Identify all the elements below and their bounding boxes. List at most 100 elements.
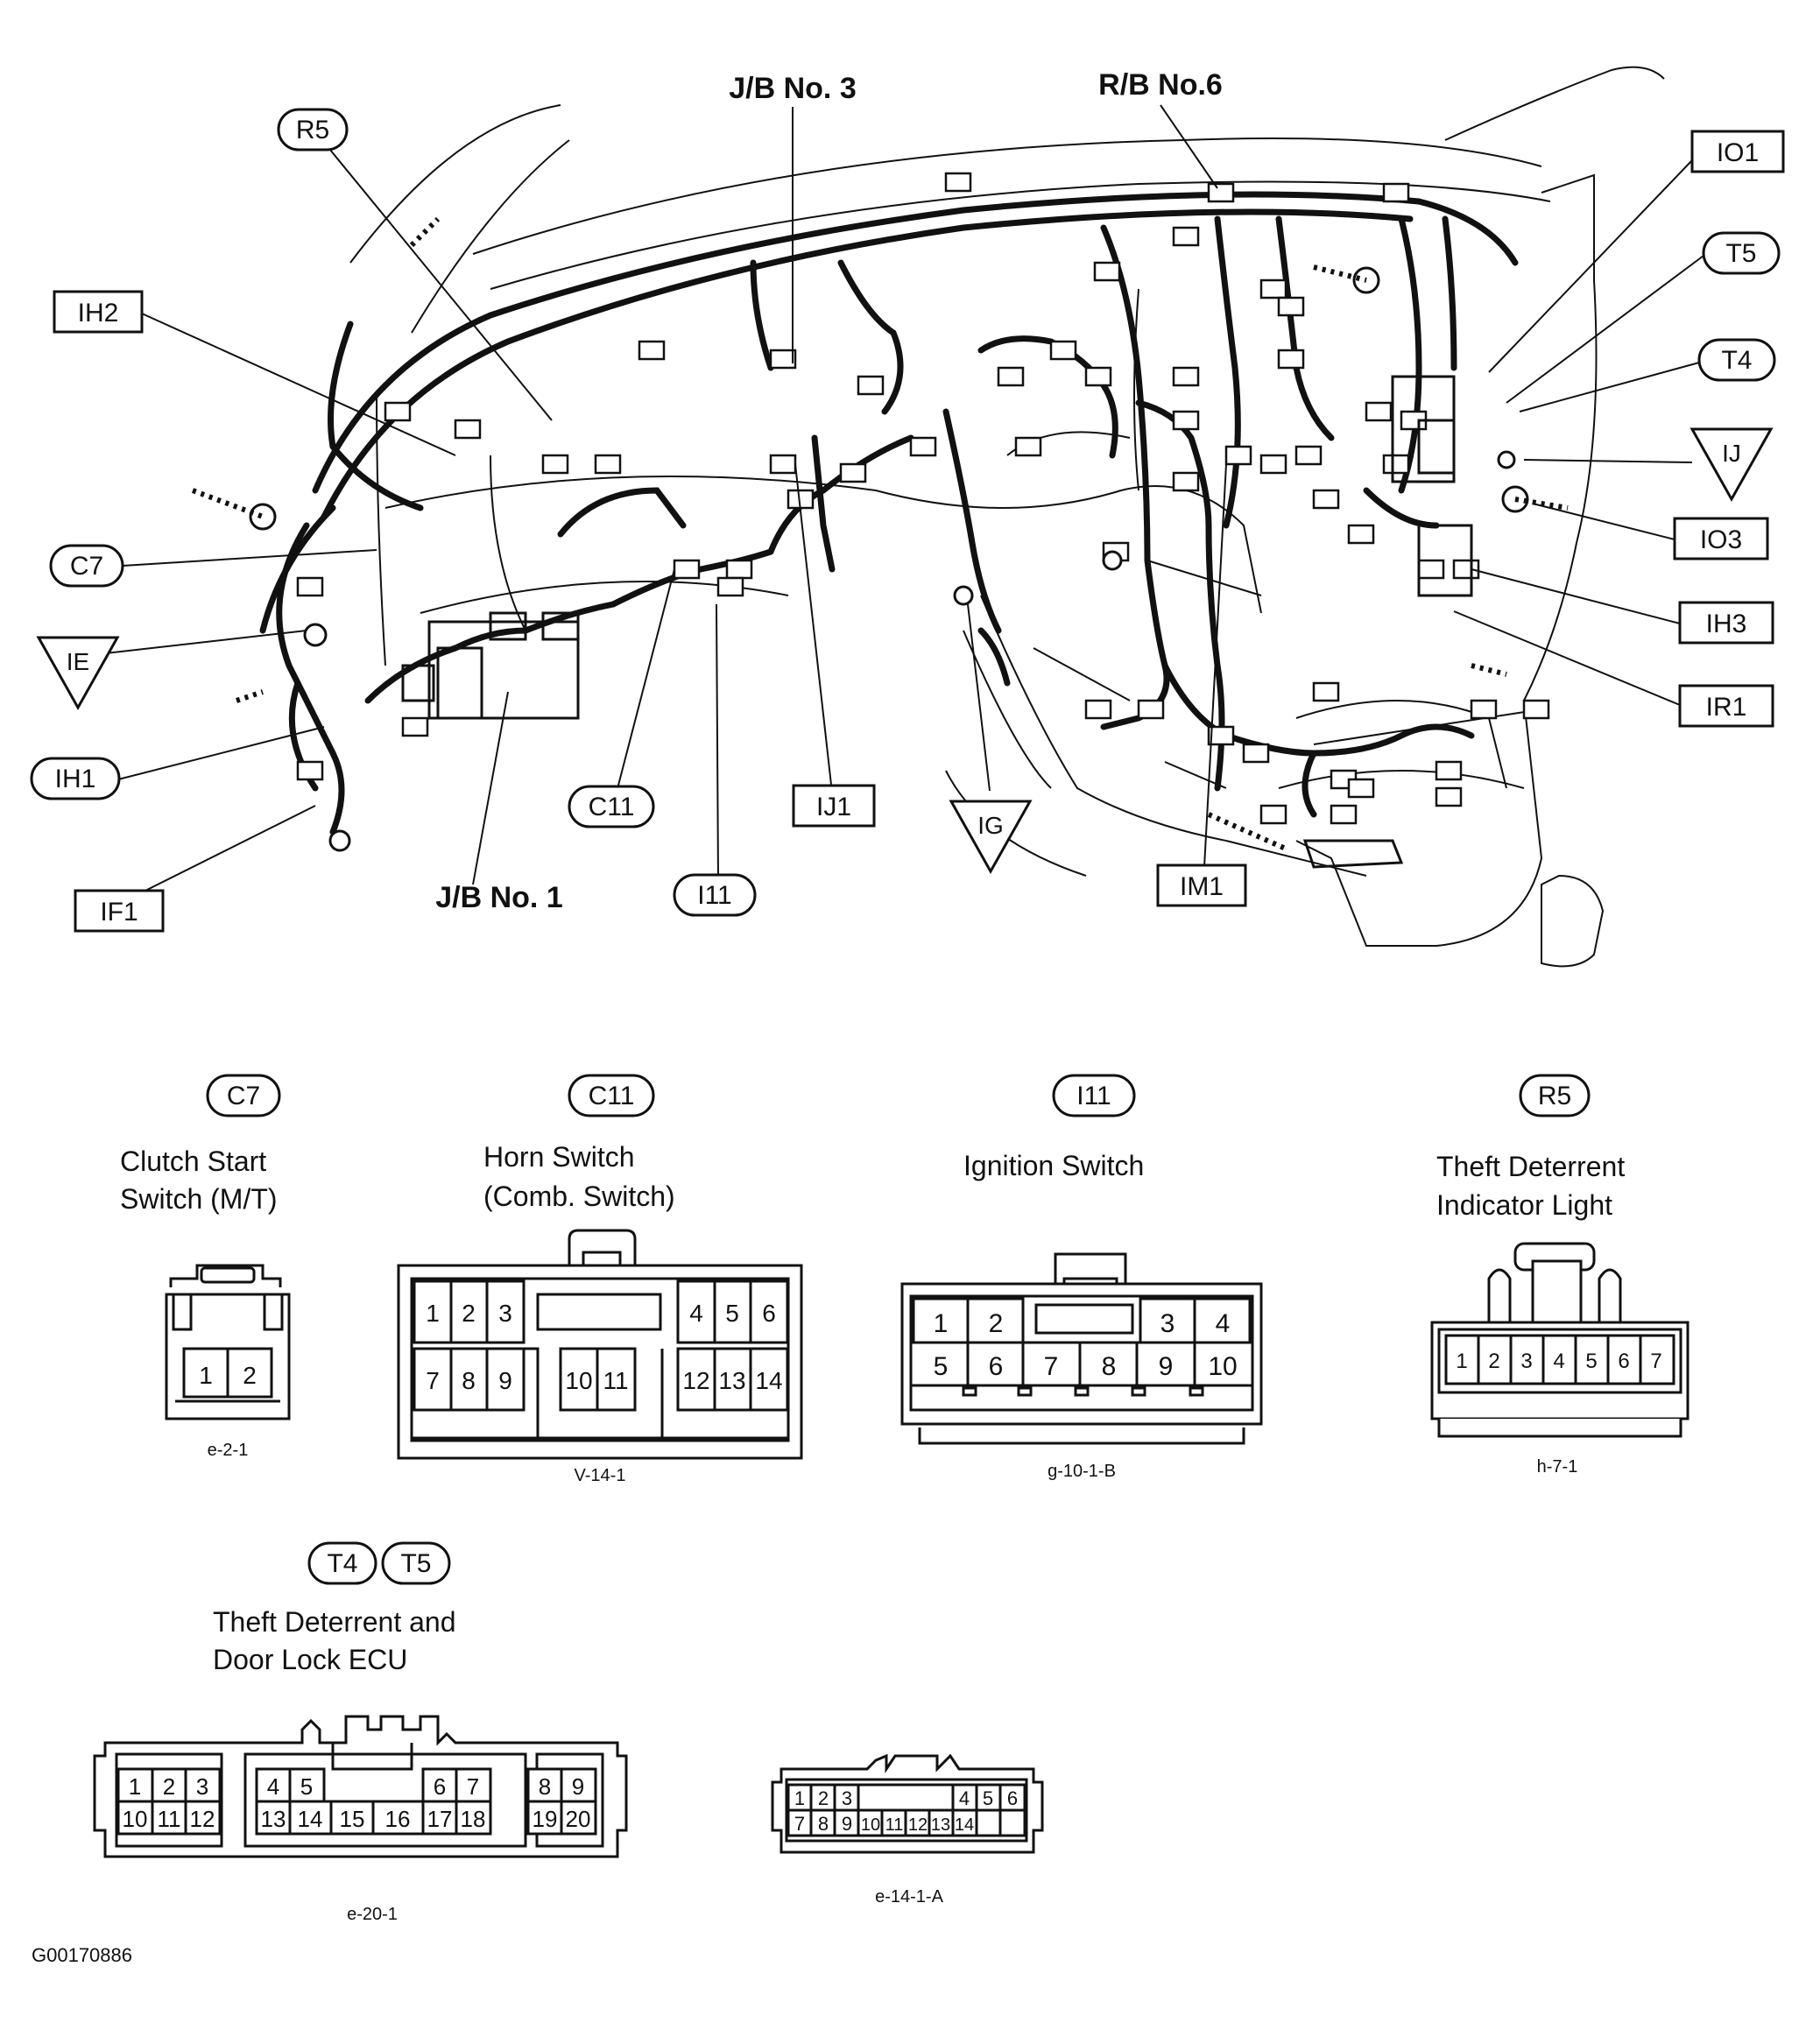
t4-pin: 11 (158, 1806, 181, 1832)
r5-pin: 6 (1618, 1350, 1629, 1373)
connector-c11-ref: V-14-1 (575, 1466, 626, 1485)
t4-pin: 8 (539, 1773, 551, 1800)
callout-jb3: J/B No. 3 (729, 72, 856, 105)
svg-text:IH1: IH1 (55, 765, 96, 793)
ground-terminals (191, 216, 1569, 869)
connector-t4-t5: T4 T5 Theft Deterrent and Door Lock ECU (93, 1541, 1044, 1924)
svg-text:IF1: IF1 (100, 898, 138, 927)
c11-pin: 4 (689, 1300, 703, 1327)
callout-c11: C11 (568, 785, 655, 828)
connector-t4-t5-title-line1: Theft Deterrent and (213, 1606, 455, 1638)
junction-block-1-body (401, 611, 580, 720)
c11-pin: 8 (462, 1367, 476, 1394)
t4-pin: 15 (340, 1806, 365, 1832)
t5-pin: 14 (955, 1815, 974, 1835)
i11-pin: 7 (1044, 1352, 1059, 1381)
svg-text:IH3: IH3 (1706, 610, 1747, 638)
c11-pin: 2 (462, 1300, 476, 1327)
connector-c11-code: C11 (589, 1082, 635, 1110)
r5-pin: 5 (1585, 1350, 1597, 1373)
svg-text:IR1: IR1 (1706, 693, 1747, 722)
t5-pin: 11 (885, 1815, 904, 1835)
c11-pin: 9 (498, 1367, 512, 1394)
c7-pin: 1 (199, 1362, 213, 1389)
t4-pin: 16 (385, 1806, 411, 1832)
r5-pin: 2 (1488, 1350, 1499, 1373)
connector-i11-title-line1: Ignition Switch (963, 1150, 1144, 1181)
r5-pin: 4 (1553, 1350, 1564, 1373)
svg-text:IJ1: IJ1 (816, 793, 851, 821)
t5-pin: 9 (842, 1813, 852, 1835)
c11-pin: 13 (718, 1367, 745, 1394)
callout-rb6: R/B No.6 (1098, 68, 1223, 102)
callout-ih3: IH3 (1678, 601, 1774, 645)
svg-text:IJ: IJ (1722, 440, 1741, 467)
c11-pin: 3 (498, 1300, 512, 1327)
connector-r5-ref: h-7-1 (1537, 1457, 1578, 1477)
callout-i11: I11 (673, 873, 757, 917)
figure-id: G00170886 (32, 1944, 132, 1966)
t5-pin: 7 (794, 1813, 805, 1835)
r5-pin: 3 (1520, 1350, 1532, 1373)
t5-pin: 1 (794, 1787, 805, 1809)
callout-io3: IO3 (1673, 517, 1769, 560)
c11-pin: 7 (426, 1367, 440, 1394)
svg-text:IO3: IO3 (1700, 525, 1742, 554)
t4-pin: 2 (163, 1773, 175, 1800)
callout-ij1: IJ1 (792, 784, 876, 828)
connector-c7-title-line1: Clutch Start (120, 1145, 266, 1177)
connector-r5-title-line2: Indicator Light (1436, 1189, 1612, 1221)
connector-t4-code: T4 (327, 1549, 357, 1578)
callout-c7: C7 (49, 544, 124, 588)
i11-pin: 3 (1160, 1309, 1175, 1338)
t4-pin: 12 (190, 1806, 215, 1832)
connector-r5-title-line1: Theft Deterrent (1436, 1151, 1625, 1182)
i11-pin: 1 (934, 1309, 949, 1338)
t4-pin: 5 (300, 1773, 313, 1800)
callout-ih2: IH2 (53, 290, 144, 334)
connector-t5-ref: e-14-1-A (875, 1887, 943, 1907)
connector-t4-t5-title-line2: Door Lock ECU (213, 1644, 407, 1675)
callout-r5: R5 (277, 108, 349, 152)
callout-jb1: J/B No. 1 (435, 881, 562, 914)
t4-pin: 7 (467, 1773, 479, 1800)
t4-pin: 4 (267, 1773, 279, 1800)
connector-c7-title-line2: Switch (M/T) (120, 1183, 278, 1215)
callout-io1: IO1 (1690, 130, 1785, 173)
t4-pin: 18 (461, 1806, 486, 1832)
connector-i11-ref: g-10-1-B (1048, 1462, 1116, 1481)
c11-pin: 11 (603, 1367, 628, 1394)
harness-connectors (296, 172, 1550, 825)
svg-text:C11: C11 (589, 793, 635, 821)
svg-text:T4: T4 (1721, 346, 1752, 375)
t4-pin: 19 (533, 1806, 558, 1832)
callout-ie: IE (36, 636, 120, 711)
callout-ih1: IH1 (30, 757, 121, 800)
t4-pin: 10 (123, 1806, 148, 1832)
t4-pin: 1 (129, 1773, 141, 1800)
connector-r5-code: R5 (1538, 1082, 1571, 1110)
t5-pin: 8 (818, 1813, 829, 1835)
relay-block-6-body (1391, 375, 1473, 597)
callout-im1: IM1 (1156, 863, 1247, 907)
svg-text:IG: IG (977, 812, 1004, 839)
svg-text:IM1: IM1 (1180, 872, 1224, 901)
t4-pin: 9 (572, 1773, 584, 1800)
c11-pin: 6 (762, 1300, 776, 1327)
connector-i11-code: I11 (1076, 1082, 1111, 1110)
c11-pin: 5 (725, 1300, 739, 1327)
i11-pin: 4 (1216, 1309, 1231, 1338)
svg-text:IE: IE (67, 648, 89, 675)
i11-pin: 8 (1102, 1352, 1117, 1381)
callout-if1: IF1 (74, 889, 165, 933)
i11-pin: 6 (989, 1352, 1004, 1381)
i11-pin: 5 (934, 1352, 949, 1381)
callout-ig: IG (949, 800, 1033, 875)
t5-pin: 12 (908, 1815, 928, 1835)
c7-pin: 2 (243, 1362, 257, 1389)
svg-text:C7: C7 (70, 552, 103, 581)
i11-pin: 10 (1208, 1352, 1237, 1381)
t5-pin: 2 (818, 1787, 829, 1809)
c11-pin: 14 (755, 1367, 782, 1394)
